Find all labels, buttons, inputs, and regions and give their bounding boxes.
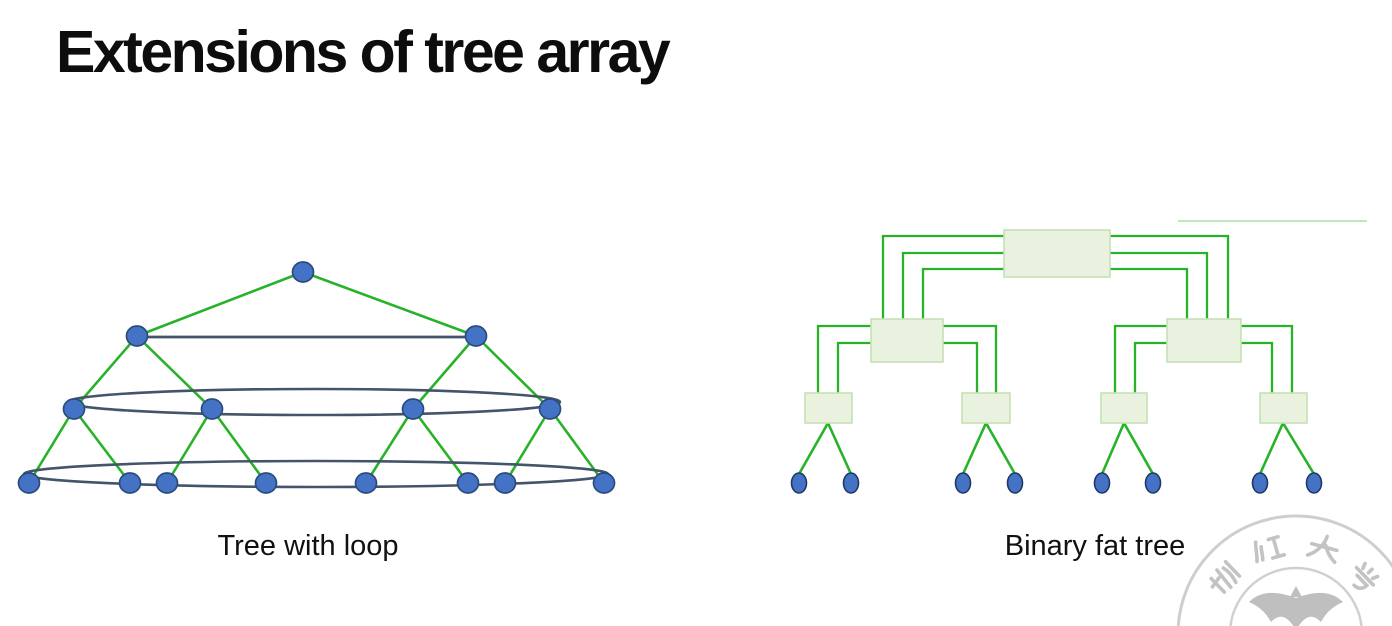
loop-ellipse — [66, 387, 562, 417]
seal-character-da — [1305, 534, 1339, 565]
leaf-node — [1144, 472, 1162, 494]
fat-link — [1133, 341, 1167, 393]
tree-node — [155, 472, 179, 494]
leaf-edge — [797, 422, 830, 475]
fat-link — [901, 251, 1004, 319]
leaf-node — [1305, 472, 1323, 494]
leaf-edge — [1258, 422, 1285, 475]
tree-edge — [136, 270, 304, 338]
switch-box — [1003, 229, 1111, 278]
tree-node — [592, 472, 616, 494]
leaf-node — [842, 472, 860, 494]
switch-box — [1100, 392, 1148, 424]
fat-link — [1110, 234, 1230, 319]
fat-link — [1241, 324, 1294, 393]
leaf-node — [954, 472, 972, 494]
tree-node — [354, 472, 378, 494]
leaf-node — [790, 472, 808, 494]
tree-node — [17, 472, 41, 494]
fat-link — [836, 341, 871, 393]
switch-box — [804, 392, 853, 424]
switch-box — [1166, 318, 1242, 363]
loop-ellipse — [22, 459, 610, 489]
tree-edge — [136, 335, 213, 410]
tree-node — [401, 398, 425, 420]
tree-node — [538, 398, 562, 420]
leaf-edge — [1281, 422, 1316, 475]
tree-edge — [411, 408, 470, 484]
slide-title: Extensions of tree array — [56, 19, 671, 85]
fat-link — [943, 324, 998, 393]
tree-node — [456, 472, 480, 494]
tree-edge — [364, 408, 415, 484]
fat-link — [1110, 251, 1209, 319]
tree-node — [291, 261, 315, 283]
seal-inner-circle — [1229, 566, 1363, 626]
switch-box — [870, 318, 944, 363]
tree-edge — [27, 408, 76, 484]
binary-fat-tree-diagram — [790, 220, 1367, 494]
leaf-edge — [1122, 422, 1155, 475]
fat-link — [816, 324, 871, 393]
tree-with-loop-diagram — [17, 261, 616, 494]
leaf-node — [1251, 472, 1269, 494]
tree-edge — [503, 408, 552, 484]
leaf-node — [1006, 472, 1024, 494]
tree-edge — [72, 408, 132, 484]
seal-characters — [1209, 534, 1380, 594]
seal-character-zhe — [1209, 559, 1242, 594]
tree-node — [464, 325, 488, 347]
tree-edge — [412, 335, 477, 410]
fat-link — [881, 234, 1004, 319]
tree-node — [125, 325, 149, 347]
seal-outer-circle — [1176, 514, 1392, 626]
tree-edge — [210, 408, 268, 484]
fat-link — [1110, 267, 1189, 319]
fat-link — [1113, 324, 1167, 393]
fat-link — [943, 341, 979, 393]
tree-node — [254, 472, 278, 494]
caption-binary-fat-tree: Binary fat tree — [1004, 530, 1186, 562]
caption-tree-with-loop: Tree with loop — [217, 530, 399, 562]
leaf-edge — [984, 422, 1017, 475]
tree-node — [493, 472, 517, 494]
tree-node — [118, 472, 142, 494]
leaf-edge — [826, 422, 853, 475]
tree-node — [200, 398, 224, 420]
switch-box — [961, 392, 1011, 424]
tree-edge — [475, 335, 551, 410]
leaf-node — [1093, 472, 1111, 494]
seal-character-jiang — [1253, 534, 1287, 564]
university-seal-watermark — [1176, 514, 1392, 626]
seal-eagle-emblem — [1249, 586, 1343, 626]
fat-link — [1241, 341, 1274, 393]
fat-link — [921, 267, 1004, 319]
switch-box — [1259, 392, 1308, 424]
leaf-edge — [1100, 422, 1126, 475]
seal-character-xue — [1352, 561, 1380, 591]
leaf-edge — [961, 422, 988, 475]
tree-node — [62, 398, 86, 420]
tree-edge — [548, 408, 606, 484]
tree-edge — [302, 270, 477, 338]
tree-edge — [165, 408, 214, 484]
